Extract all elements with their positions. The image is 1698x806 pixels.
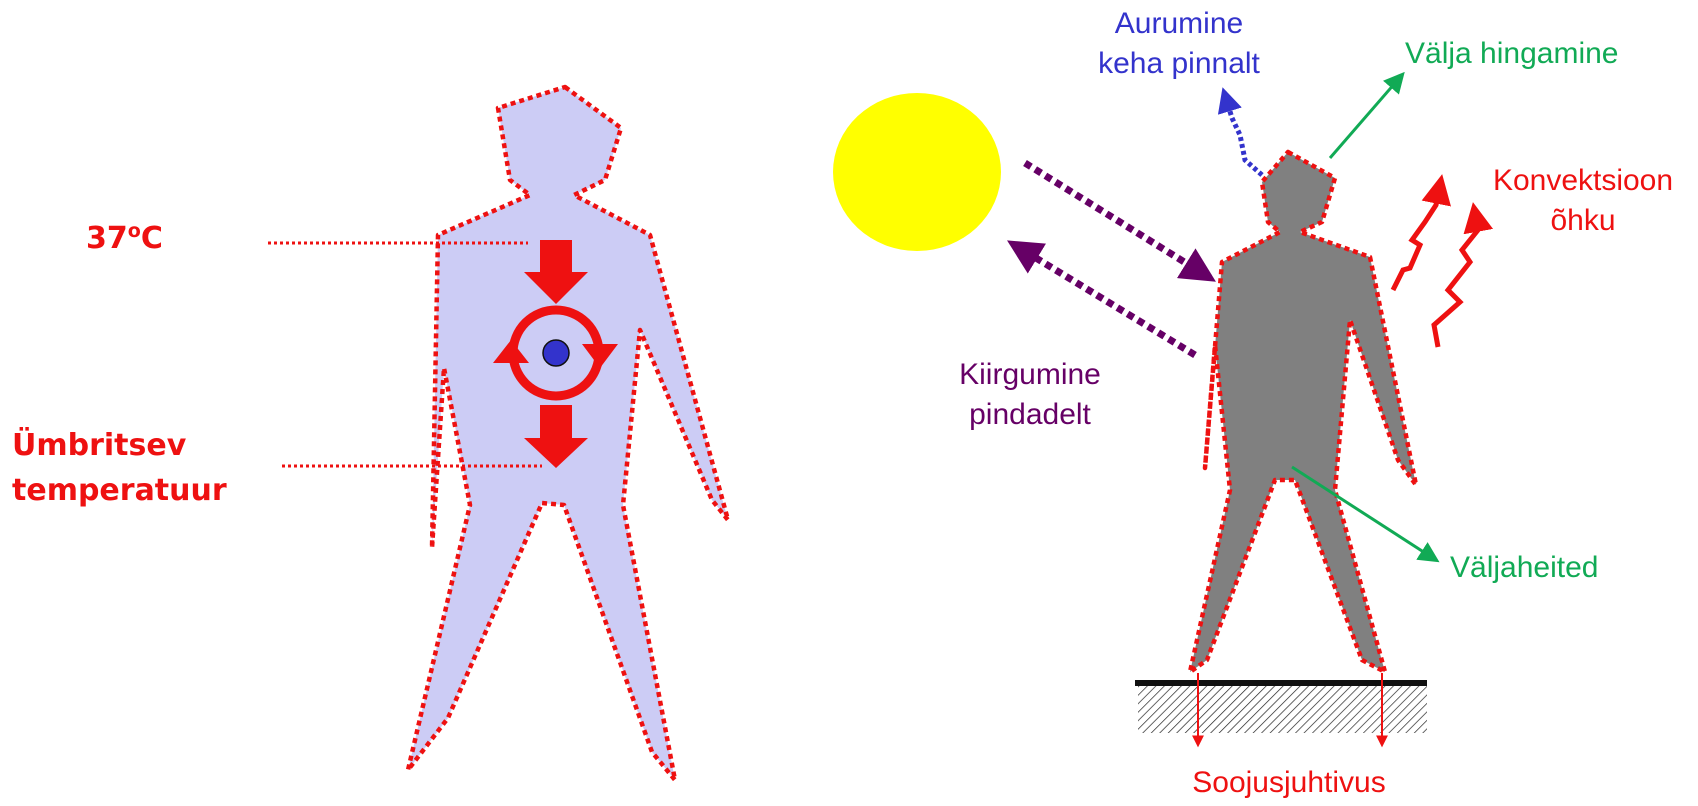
core-temp-value: 37 [86,221,128,256]
convection-label-line1: Konvektsioon [1493,164,1673,197]
radiation-label-line1: Kiirgumine [959,358,1101,391]
convection-label-line2: õhku [1550,204,1615,237]
evaporation-label-line1: Aurumine [1115,7,1243,40]
conduction-label: Soojusjuhtivus [1192,766,1385,799]
right-figure: Aurumine keha pinnalt Välja hingamine Ko… [833,7,1673,799]
radiation-label-line2: pindadelt [969,398,1091,431]
sun-icon [833,93,1001,251]
core-temp-unit: C [141,221,163,256]
ambient-temp-label-line1: Ümbritsev [12,426,187,463]
convection-arrow-2 [1434,208,1478,347]
core-temp-label: 37oC [86,220,163,256]
core-temp-degree: o [128,220,141,242]
excretion-label: Väljaheited [1450,551,1598,584]
exhalation-label: Välja hingamine [1405,37,1618,70]
ground-hatched [1138,683,1427,733]
ambient-temp-label-line2: temperatuur [12,473,227,508]
human-silhouette-icon [1190,152,1416,672]
core-dot [543,340,569,366]
exhalation-arrow [1330,75,1402,158]
radiation-out-arrow [1013,244,1195,355]
convection-arrow-1 [1393,180,1441,290]
left-figure: 37oC Ümbritsev temperatuur [12,87,728,780]
radiation-in-arrow [1025,163,1210,278]
evaporation-arrow [1224,92,1262,175]
evaporation-label-line2: keha pinnalt [1098,47,1260,80]
